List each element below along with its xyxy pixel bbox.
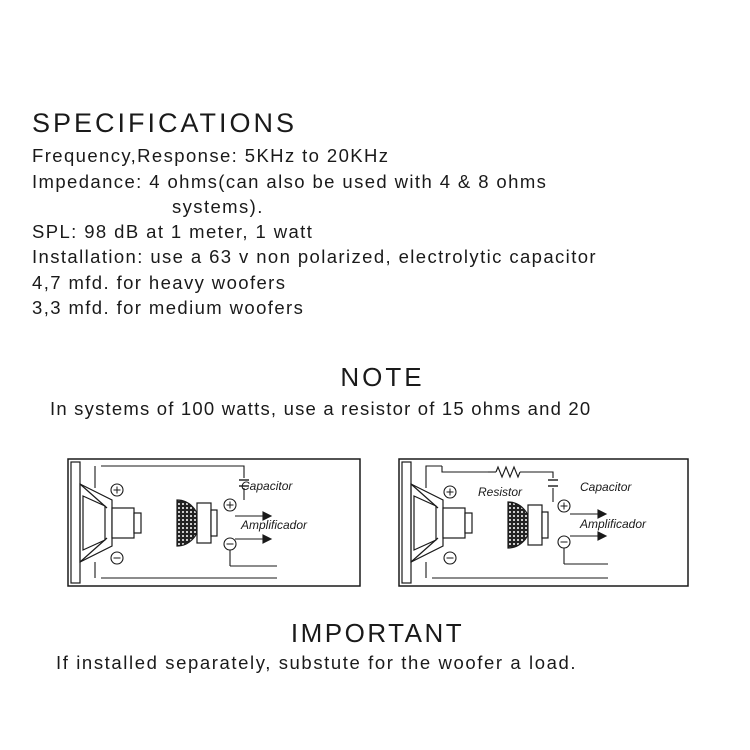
- capacitor-symbol: [548, 479, 558, 487]
- spec-installation: Installation: use a 63 v non polarized, …: [32, 246, 597, 267]
- minus-terminal-tweeter-icon: [223, 537, 237, 551]
- arrow-icon: [563, 509, 608, 565]
- wiring-diagram-left-svg: Capacitor Amplificador: [67, 458, 361, 587]
- plus-terminal-woofer-icon: [443, 485, 457, 499]
- plus-terminal-tweeter-icon: [223, 498, 237, 512]
- specifications-title: SPECIFICATIONS: [32, 108, 298, 138]
- spec-impedance: Impedance: 4 ohms(can also be used with …: [32, 171, 548, 192]
- diagram-border: [398, 458, 689, 587]
- spec-impedance-cont: systems).: [172, 196, 264, 217]
- woofer-magnet-plate: [401, 461, 412, 584]
- minus-terminal-woofer-icon: [443, 551, 457, 565]
- capacitor-symbol: [239, 479, 249, 487]
- note-text: In systems of 100 watts, use a resistor …: [50, 398, 592, 419]
- tweeter-icon: [176, 499, 218, 547]
- capacitor-label: Capacitor: [580, 480, 632, 494]
- resistor-label: Resistor: [478, 485, 523, 499]
- plus-terminal-tweeter-icon: [557, 499, 571, 513]
- spec-medium-woofers: 3,3 mfd. for medium woofers: [32, 297, 305, 318]
- spec-spl: SPL: 98 dB at 1 meter, 1 watt: [32, 221, 314, 242]
- amplifier-label: Amplificador: [579, 517, 647, 531]
- wiring-diagram-right-svg: Resistor Capacitor Amplificador: [398, 458, 689, 587]
- resistor-symbol: [495, 465, 521, 479]
- important-text: If installed separately, substute for th…: [56, 652, 578, 673]
- spec-heavy-woofers: 4,7 mfd. for heavy woofers: [32, 272, 287, 293]
- capacitor-label: Capacitor: [241, 479, 293, 493]
- wiring-lines: [425, 465, 608, 579]
- amplifier-label: Amplificador: [240, 518, 308, 532]
- woofer-icon: [410, 483, 473, 563]
- wiring-diagram-capacitor: Capacitor Amplificador: [67, 458, 362, 588]
- important-title: IMPORTANT: [290, 618, 465, 648]
- wiring-diagram-resistor-capacitor: Resistor Capacitor Amplificador: [398, 458, 690, 588]
- wiring-lines: [94, 465, 277, 579]
- minus-terminal-tweeter-icon: [557, 535, 571, 549]
- spec-frequency: Frequency,Response: 5KHz to 20KHz: [32, 145, 390, 166]
- woofer-icon: [79, 483, 142, 563]
- tweeter-icon: [507, 501, 549, 549]
- note-title: NOTE: [340, 362, 425, 392]
- plus-terminal-woofer-icon: [110, 483, 124, 497]
- arrow-icon: [229, 511, 277, 567]
- minus-terminal-woofer-icon: [110, 551, 124, 565]
- diagram-border: [67, 458, 361, 587]
- woofer-magnet-plate: [70, 461, 81, 584]
